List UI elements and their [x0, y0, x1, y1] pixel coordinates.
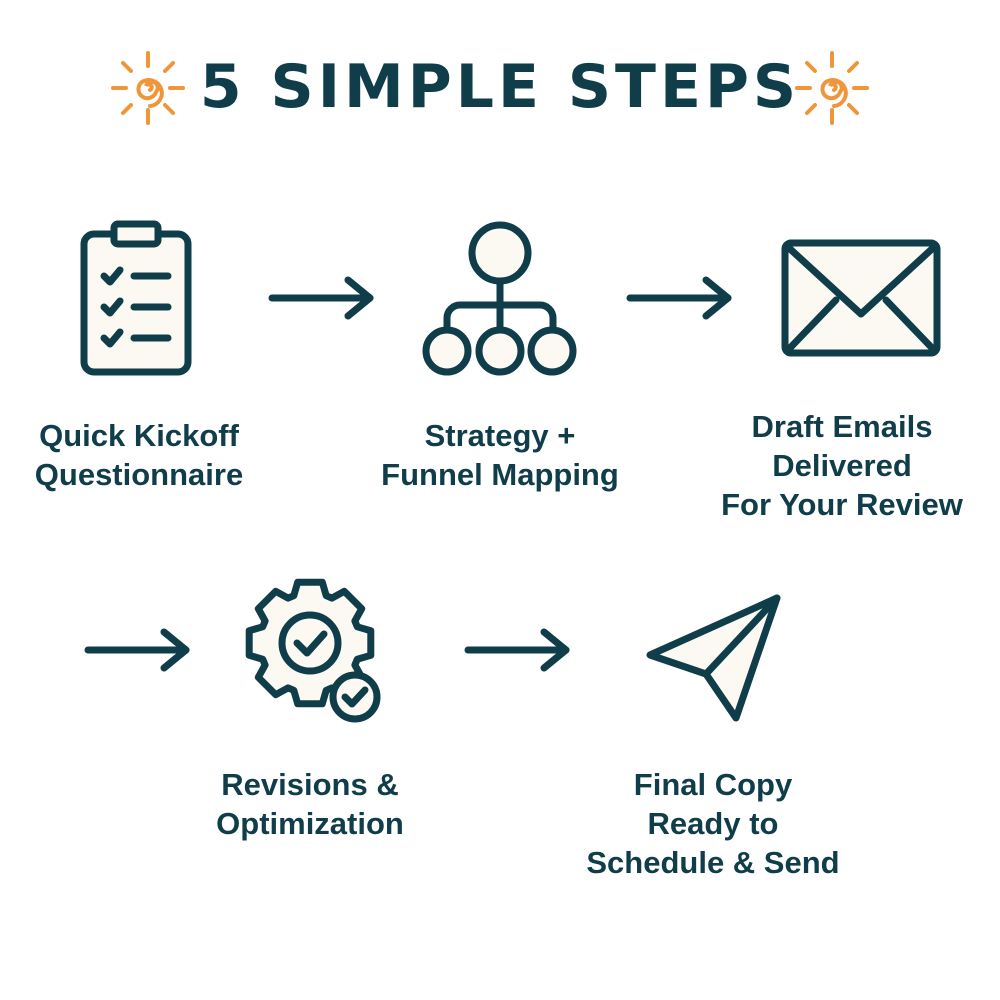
org-chart-icon — [422, 221, 577, 376]
label-line: Strategy + — [424, 418, 576, 453]
arrow-icon — [88, 632, 186, 668]
step-1-label: Quick Kickoff Questionnaire — [0, 416, 319, 494]
label-line: Optimization — [216, 806, 404, 841]
arrow-icon — [468, 632, 566, 668]
gear-check-icon — [245, 578, 381, 723]
label-line: Schedule & Send — [586, 845, 840, 880]
label-line: Quick Kickoff — [39, 418, 239, 453]
arrow-icon — [272, 280, 370, 316]
step-4-label: Revisions & Optimization — [130, 765, 490, 843]
envelope-icon — [781, 239, 941, 357]
label-line: Draft Emails — [751, 409, 933, 444]
label-line: Ready to — [647, 806, 779, 841]
label-line: Funnel Mapping — [381, 457, 619, 492]
label-line: Revisions & — [221, 767, 399, 802]
label-line: Final Copy — [633, 767, 793, 802]
paper-plane-icon — [646, 594, 781, 722]
label-line: Questionnaire — [34, 457, 244, 492]
step-2-label: Strategy + Funnel Mapping — [320, 416, 680, 494]
step-5-label: Final Copy Ready to Schedule & Send — [533, 765, 893, 882]
clipboard-checklist-icon — [80, 220, 192, 376]
arrow-icon — [630, 280, 728, 316]
label-line: For Your Review — [721, 487, 963, 522]
step-3-label: Draft Emails Delivered For Your Review — [662, 407, 1000, 524]
page-title: 5 SIMPLE STEPS — [199, 52, 801, 122]
label-line: Delivered — [772, 448, 912, 483]
